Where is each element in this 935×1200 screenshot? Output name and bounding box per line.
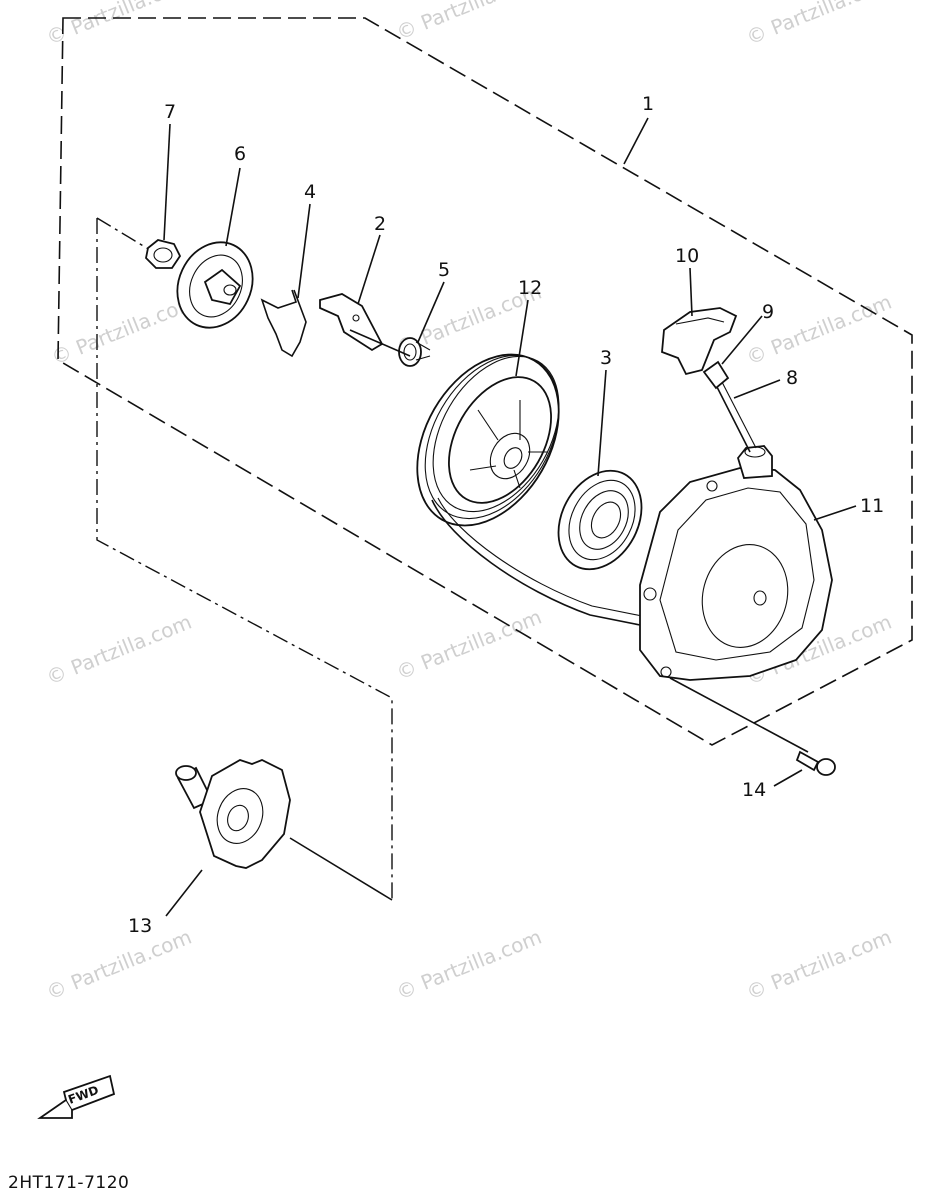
part-rope-path-inner <box>437 497 643 617</box>
callout-8: 8 <box>786 367 798 389</box>
callout-13: 13 <box>128 915 152 937</box>
callout-3: 3 <box>600 347 612 369</box>
part-pawl <box>319 293 384 352</box>
callouts: 1 2 3 4 5 6 7 8 9 10 11 12 13 14 <box>128 93 884 937</box>
drawing-code: 2HT171-7120 <box>8 1173 129 1193</box>
watermark: © Partzilla.com <box>43 925 195 1005</box>
callout-1: 1 <box>642 93 654 115</box>
callout-10: 10 <box>675 245 699 267</box>
leader-lines <box>163 117 857 917</box>
callout-2: 2 <box>374 213 386 235</box>
part-small-spring <box>398 337 431 367</box>
callout-7: 7 <box>164 101 176 123</box>
part-drive-plate <box>176 241 254 329</box>
guide-box <box>96 217 393 900</box>
callout-5: 5 <box>438 259 450 281</box>
assembly-boundary <box>57 17 913 746</box>
watermark: © Partzilla.com <box>43 0 195 50</box>
part-rope-edge <box>721 381 757 449</box>
part-drive-hub <box>175 759 291 869</box>
callout-14: 14 <box>742 779 766 801</box>
part-pulley <box>416 353 560 527</box>
part-rope-path <box>431 499 641 626</box>
watermark: © Partzilla.com <box>393 605 545 685</box>
watermark: © Partzilla.com <box>393 925 545 1005</box>
part-rope <box>715 384 751 453</box>
callout-9: 9 <box>762 301 774 323</box>
part-grommet <box>702 360 730 390</box>
part-starter-case <box>639 445 833 681</box>
callout-11: 11 <box>860 495 884 517</box>
callout-4: 4 <box>304 181 316 203</box>
part-nut <box>145 239 182 269</box>
watermark: © Partzilla.com <box>743 925 895 1005</box>
watermark: © Partzilla.com <box>43 610 195 690</box>
watermark: © Partzilla.com <box>393 0 545 45</box>
watermark: © Partzilla.com <box>743 0 895 50</box>
part-handle <box>661 307 738 376</box>
fwd-arrow-icon: FWD <box>37 1074 116 1119</box>
part-spring-clip <box>260 289 307 358</box>
watermark: © Partzilla.com <box>48 290 200 370</box>
callout-12: 12 <box>518 277 542 299</box>
part-bolt <box>795 750 836 776</box>
part-recoil-spring <box>557 469 643 571</box>
callout-6: 6 <box>234 143 246 165</box>
